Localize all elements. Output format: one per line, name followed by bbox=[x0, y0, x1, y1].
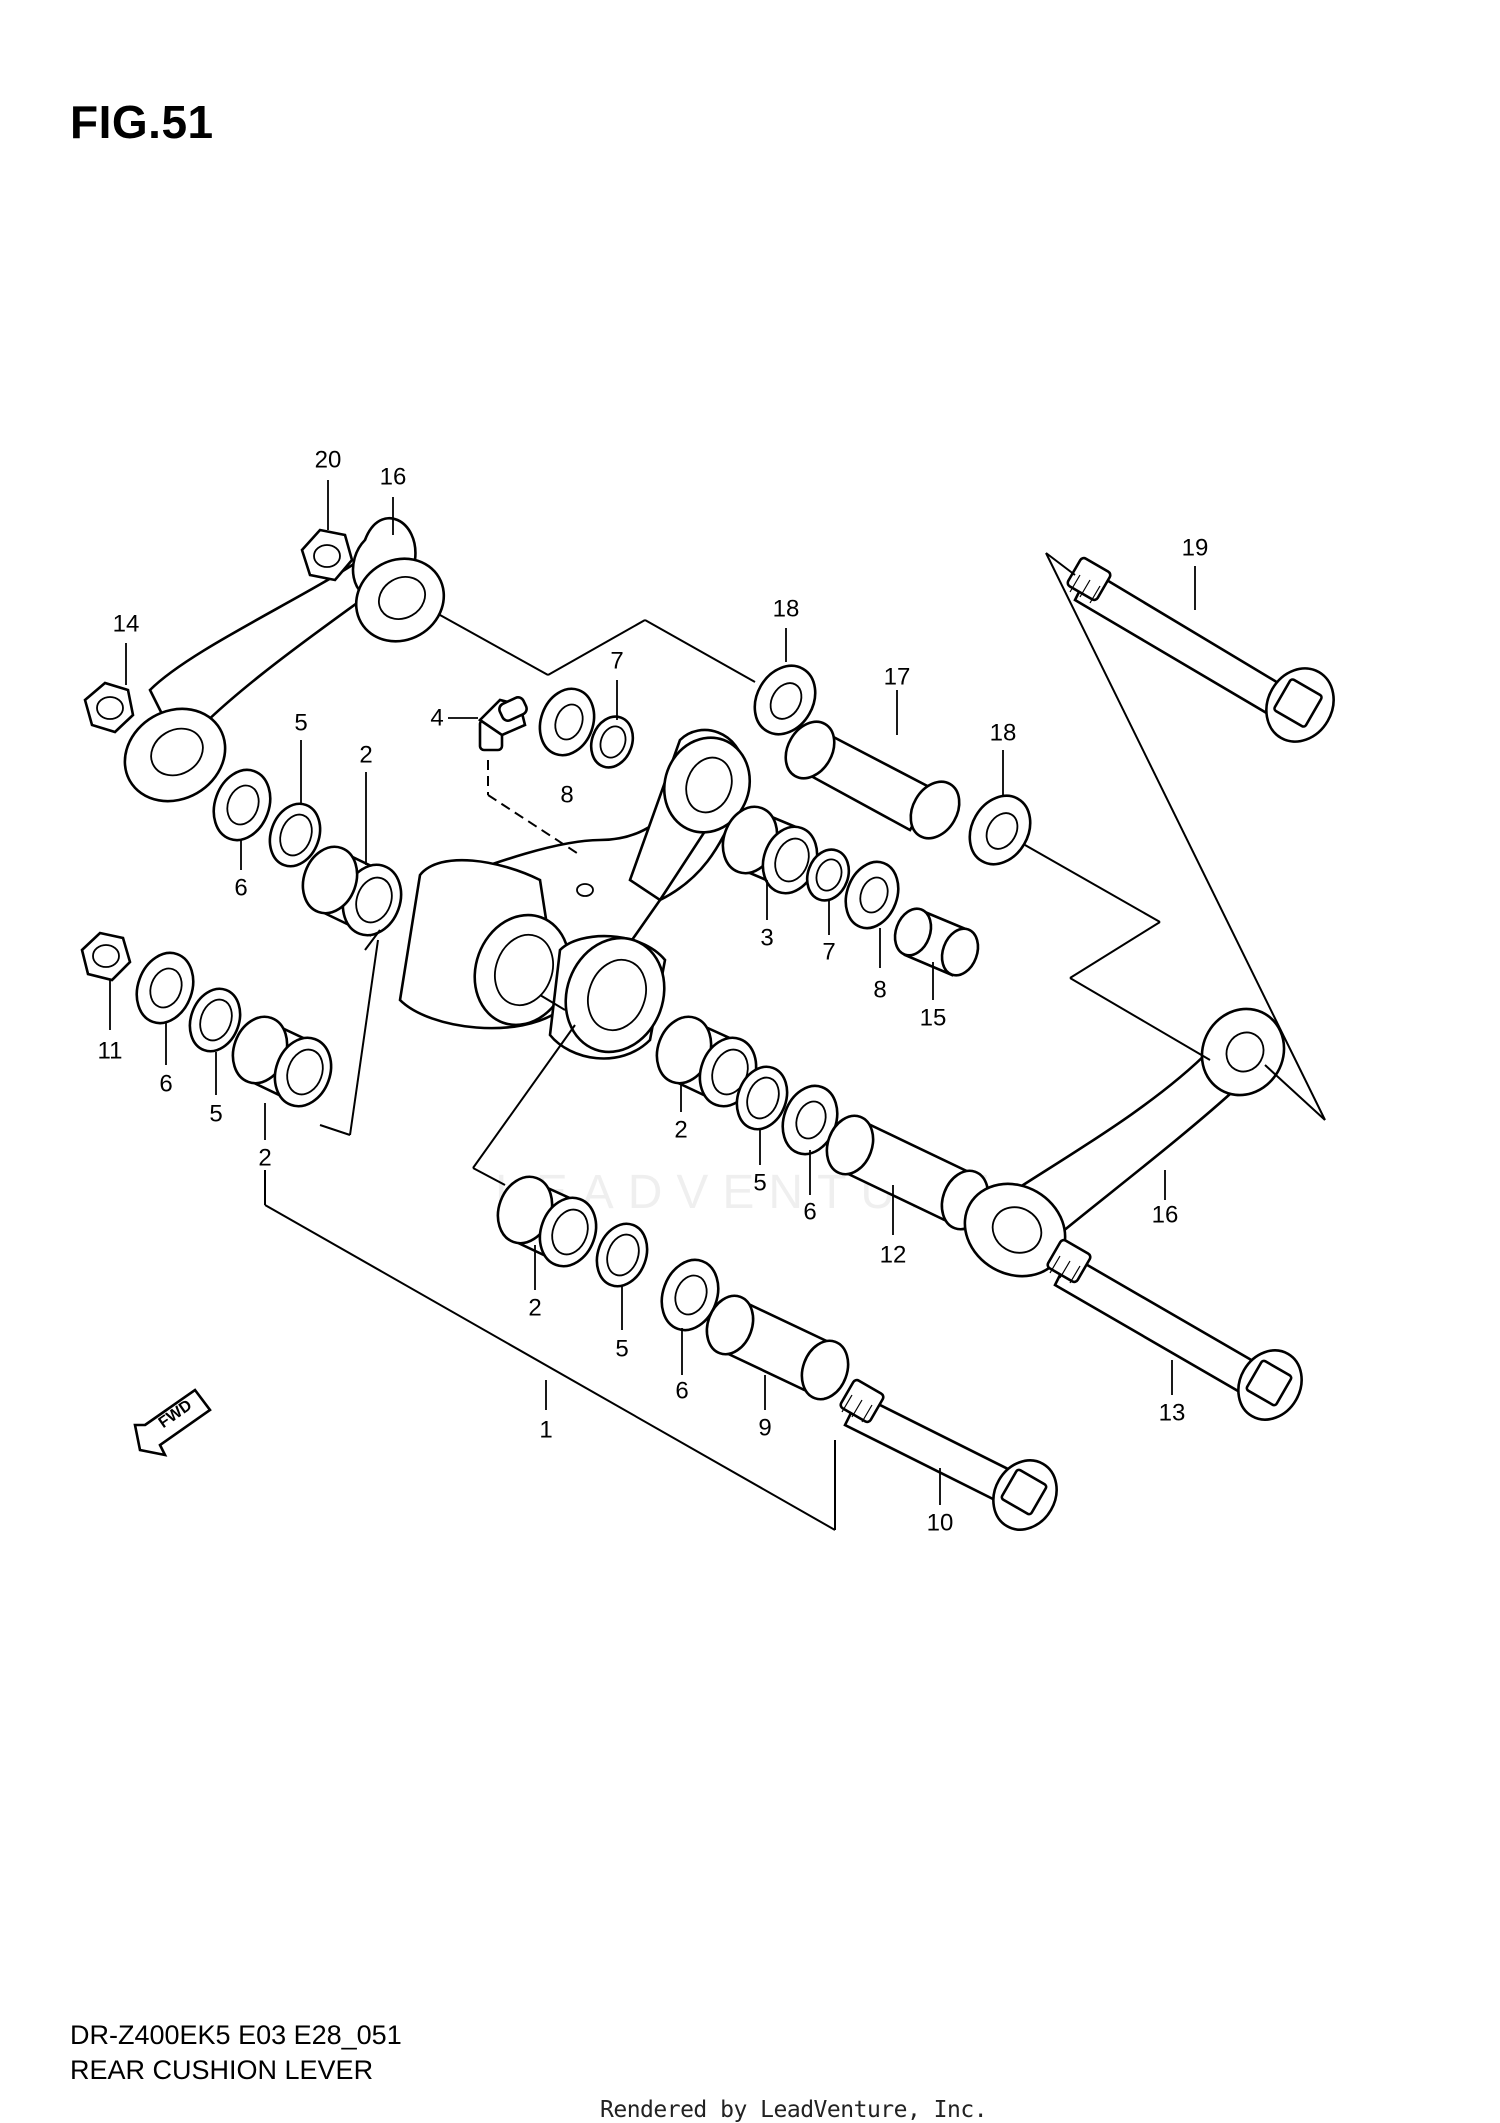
washer-18-right bbox=[968, 794, 1032, 866]
spacer-17 bbox=[784, 720, 961, 840]
rendered-by-credit: Rendered by LeadVenture, Inc. bbox=[600, 2097, 988, 2123]
link-rod-16-lower bbox=[963, 1007, 1286, 1278]
callout-11: 11 bbox=[98, 1038, 123, 1065]
grease-nipple-4 bbox=[477, 696, 528, 752]
callout-12: 12 bbox=[880, 1242, 907, 1269]
callout-1: 1 bbox=[539, 1417, 552, 1444]
cushion-lever-body bbox=[398, 728, 752, 1060]
assembly-lines bbox=[264, 552, 1326, 1531]
callout-3: 3 bbox=[760, 925, 773, 952]
seal-7-right bbox=[805, 848, 851, 902]
callout-5-center: 5 bbox=[753, 1170, 766, 1197]
needle-bearing-2-left bbox=[231, 1015, 333, 1108]
callout-2-left: 2 bbox=[258, 1145, 271, 1172]
callouts: 20 16 14 4 7 8 18 17 18 19 5 2 6 3 7 8 1… bbox=[98, 447, 1209, 1537]
callout-15: 15 bbox=[920, 1005, 947, 1032]
callout-5-lower: 5 bbox=[615, 1336, 628, 1363]
seal-5-upper bbox=[268, 802, 322, 868]
callout-2-center: 2 bbox=[674, 1117, 687, 1144]
callout-4: 4 bbox=[430, 705, 443, 732]
link-rod-16-upper bbox=[123, 517, 446, 803]
callout-9: 9 bbox=[758, 1415, 771, 1442]
callout-8-right: 8 bbox=[873, 977, 886, 1004]
callout-20: 20 bbox=[315, 447, 342, 474]
callout-10: 10 bbox=[927, 1510, 954, 1537]
callout-8-upper: 8 bbox=[560, 782, 573, 809]
callout-6-lower: 6 bbox=[675, 1378, 688, 1405]
spacer-15 bbox=[893, 907, 980, 977]
needle-bearing-2-lower bbox=[496, 1175, 598, 1268]
callout-5-upper: 5 bbox=[294, 710, 307, 737]
seal-7-upper bbox=[589, 715, 635, 769]
callout-18-upper: 18 bbox=[773, 596, 800, 623]
seal-5-center bbox=[735, 1065, 789, 1131]
needle-bearing-2-upper bbox=[301, 845, 403, 937]
flange-nut-11 bbox=[80, 931, 132, 982]
callout-2-upper: 2 bbox=[359, 742, 372, 769]
callout-6-center: 6 bbox=[803, 1199, 816, 1226]
washer-6-upper bbox=[212, 768, 272, 842]
washer-8-right bbox=[844, 860, 900, 930]
callout-7-right: 7 bbox=[822, 939, 835, 966]
section-name: REAR CUSHION LEVER bbox=[70, 2055, 374, 2085]
bolt-13 bbox=[1046, 1238, 1303, 1421]
spacer-9 bbox=[705, 1294, 850, 1401]
needle-bearing-3 bbox=[721, 805, 819, 895]
washer-18-upper bbox=[753, 664, 817, 736]
seal-5-lower bbox=[595, 1222, 649, 1288]
callout-leaders bbox=[109, 480, 1196, 1505]
flange-nut-14 bbox=[83, 681, 135, 734]
bolt-19 bbox=[1066, 556, 1335, 743]
callout-16-lower: 16 bbox=[1152, 1202, 1179, 1229]
callout-7-upper: 7 bbox=[610, 648, 623, 675]
washer-6-lower bbox=[660, 1258, 720, 1332]
seal-5-left bbox=[188, 987, 242, 1053]
spacer-12 bbox=[825, 1114, 990, 1231]
callout-19: 19 bbox=[1182, 535, 1209, 562]
callout-18-right: 18 bbox=[990, 720, 1017, 747]
washer-8-upper bbox=[538, 687, 596, 757]
callout-5-left: 5 bbox=[209, 1101, 222, 1128]
model-code: DR-Z400EK5 E03 E28_051 bbox=[70, 2020, 402, 2050]
washer-6-left bbox=[135, 951, 195, 1025]
callout-13: 13 bbox=[1159, 1400, 1186, 1427]
fwd-arrow-icon: FWD bbox=[133, 1388, 212, 1457]
callout-6-left: 6 bbox=[159, 1071, 172, 1098]
callout-16-upper: 16 bbox=[380, 464, 407, 491]
callout-17: 17 bbox=[884, 664, 911, 691]
bolt-10 bbox=[839, 1378, 1058, 1531]
callout-14: 14 bbox=[113, 611, 140, 638]
figure-title: FIG.51 bbox=[70, 96, 214, 148]
flange-nut-20 bbox=[300, 528, 354, 582]
callout-2-lower: 2 bbox=[528, 1295, 541, 1322]
callout-6-upper: 6 bbox=[234, 875, 247, 902]
